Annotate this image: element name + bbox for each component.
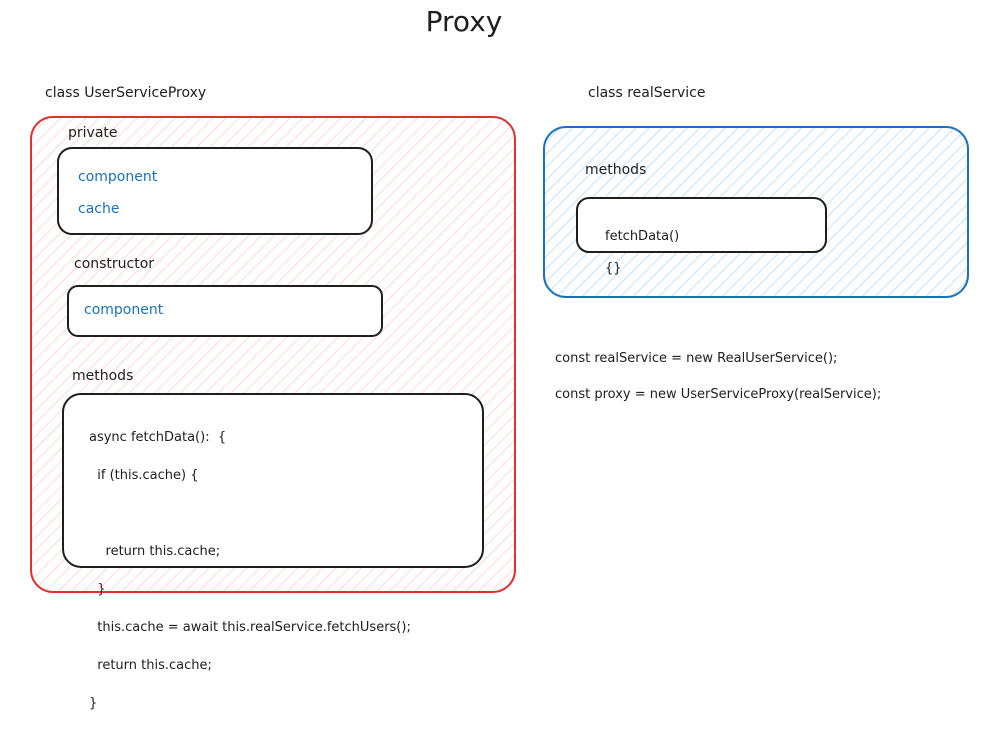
code-line: return this.cache;	[89, 658, 212, 673]
real-methods-label: methods	[585, 162, 647, 178]
proxy-methods-box[interactable]	[62, 393, 484, 568]
code-line: const proxy = new UserServiceProxy(realS…	[555, 387, 882, 402]
private-field-cache: cache	[78, 201, 120, 217]
proxy-constructor-label: constructor	[74, 256, 155, 272]
proxy-methods-label: methods	[72, 368, 134, 384]
proxy-private-label: private	[68, 125, 118, 141]
usage-code: const realService = new RealUserService(…	[555, 332, 881, 422]
diagram-canvas	[30, 116, 969, 593]
code-line: fetchData()	[605, 229, 680, 244]
code-line: }	[89, 696, 98, 711]
code-line: const realService = new RealUserService(…	[555, 351, 838, 366]
code-line: this.cache = await this.realService.fetc…	[89, 620, 411, 635]
private-field-component: component	[78, 169, 158, 185]
constructor-param-component: component	[84, 302, 164, 318]
diagram-title: Proxy	[425, 5, 503, 38]
real-class-label: class realService	[588, 85, 706, 101]
proxy-class-label: class UserServiceProxy	[45, 85, 207, 101]
code-line	[89, 504, 411, 523]
code-line: {}	[605, 261, 622, 276]
code-line: return this.cache;	[89, 544, 221, 559]
real-method-code: fetchData() {}	[605, 213, 679, 293]
proxy-constructor-box[interactable]	[67, 285, 383, 337]
code-line: }	[89, 582, 106, 597]
proxy-method-code: async fetchData(): { if (this.cache) { r…	[89, 409, 411, 732]
code-line: if (this.cache) {	[89, 468, 199, 483]
proxy-private-box[interactable]	[57, 147, 373, 235]
real-methods-box[interactable]	[576, 197, 827, 253]
code-line: async fetchData(): {	[89, 430, 227, 445]
